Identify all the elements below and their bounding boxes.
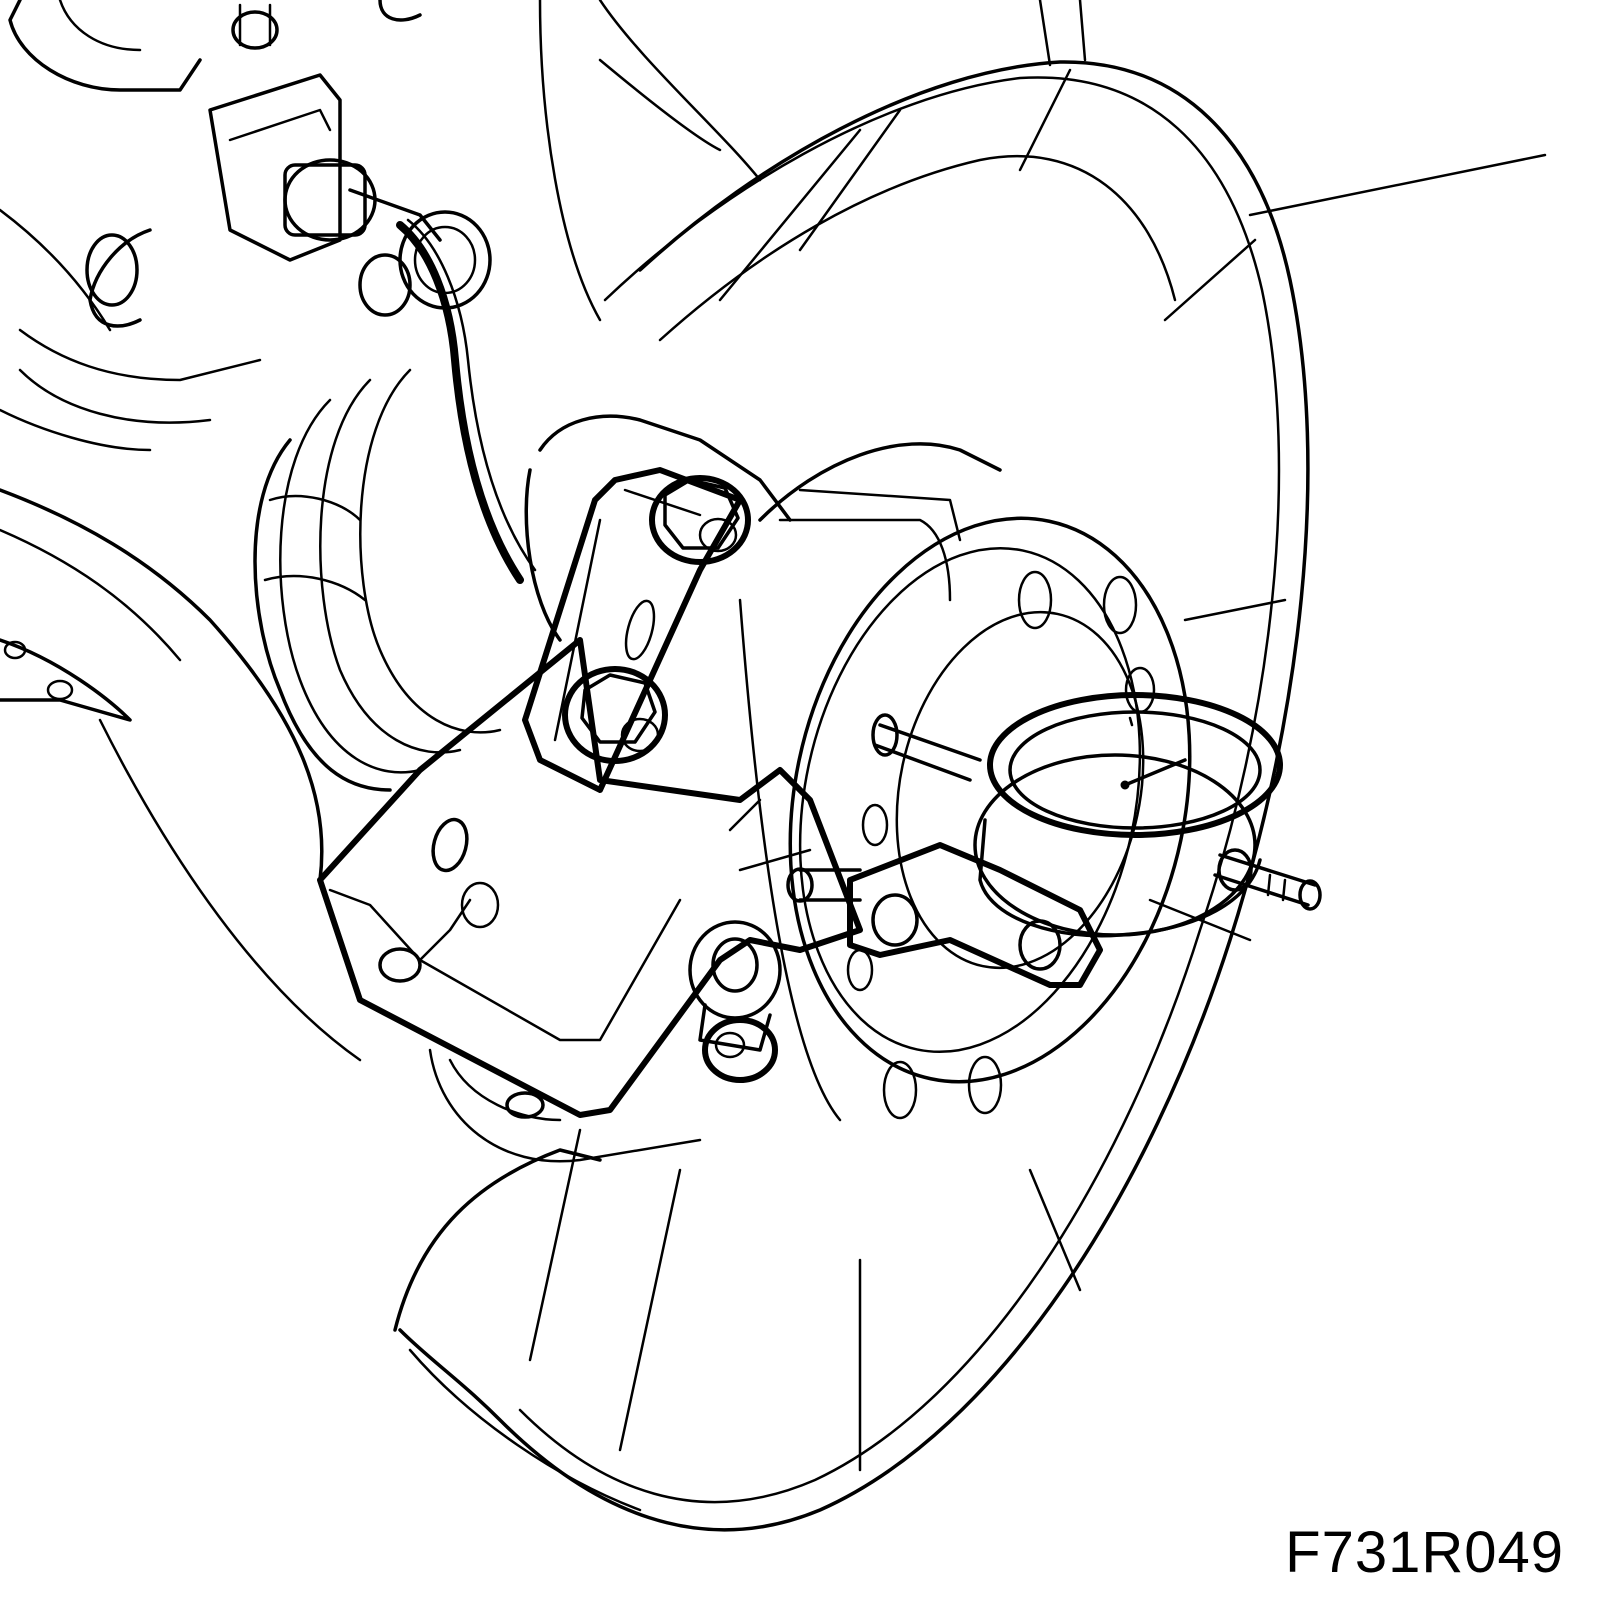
dial-indicator	[786, 692, 1322, 988]
mount-hole	[3, 640, 27, 660]
holder-hole	[431, 817, 469, 873]
holder-hole	[378, 947, 422, 983]
strut-upper-area	[8, 0, 1547, 322]
dial-face	[987, 692, 1283, 838]
stud-hole	[967, 1055, 1003, 1115]
bracket-bolt-lower	[562, 666, 668, 764]
stud-hole	[1017, 570, 1053, 630]
stud-hole	[1102, 575, 1138, 635]
figure-code-label: F731R049	[1285, 1520, 1564, 1585]
strut-nut	[231, 10, 279, 50]
bracket-bolt-upper	[649, 475, 751, 565]
driveshaft-boot	[253, 368, 502, 792]
dial-gauge-holder	[317, 637, 863, 1119]
abs-sensor	[0, 73, 537, 584]
stud-hole	[861, 803, 889, 847]
upper-bracket	[522, 467, 751, 793]
brake-disc	[393, 60, 1310, 1532]
stud-hole	[882, 1060, 918, 1120]
stud-hole	[1124, 666, 1156, 714]
lower-control-arm	[0, 328, 362, 1062]
mount-hole	[46, 679, 74, 701]
wheel-hub	[738, 442, 1192, 1122]
dial-needle	[1123, 758, 1187, 787]
stud-hole	[846, 948, 874, 992]
steering-knuckle	[428, 414, 962, 1163]
holder-pin	[688, 920, 782, 1020]
